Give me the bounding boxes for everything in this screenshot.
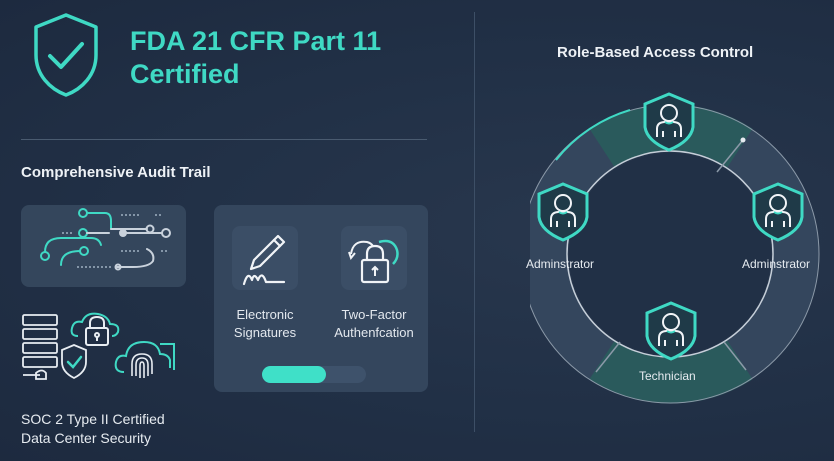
- cloud-lock-icon: [70, 312, 120, 337]
- role-left[interactable]: [535, 181, 591, 243]
- role-right[interactable]: [750, 181, 806, 243]
- vertical-divider: [474, 12, 475, 432]
- role-label-bottom: Technician: [639, 369, 696, 383]
- features-card: Electronic Signatures Two-Factor Authenf…: [214, 205, 428, 392]
- electronic-signatures-label: Electronic Signatures: [233, 307, 297, 340]
- cloud-fingerprint-icon: [114, 340, 175, 373]
- user-shield-icon: [643, 92, 695, 152]
- shield-check-icon: [28, 11, 104, 99]
- horizontal-divider: [21, 139, 427, 140]
- two-factor-label: Two-Factor Authenfcation: [334, 307, 414, 340]
- soc-label: SOC 2 Type II Certified Data Center Secu…: [21, 411, 165, 446]
- role-label-right: Adminstrator: [742, 257, 811, 271]
- electronic-signature-tile[interactable]: [232, 226, 298, 290]
- user-shield-icon: [645, 301, 697, 361]
- title-line-2: Certified: [130, 59, 240, 89]
- circuit-trail-icon: [21, 205, 186, 287]
- progress-bar: [262, 366, 366, 383]
- audit-trail-card: [21, 205, 186, 287]
- user-shield-icon: [537, 182, 589, 242]
- lock-refresh-icon: [341, 226, 407, 290]
- server-shield-icon: [22, 314, 87, 380]
- pen-signature-icon: [232, 226, 298, 290]
- role-bottom[interactable]: [643, 300, 699, 362]
- audit-trail-title: Comprehensive Audit Trail: [21, 164, 211, 181]
- progress-fill: [262, 366, 327, 383]
- page-title: FDA 21 CFR Part 11 Certified: [130, 25, 381, 91]
- soc-icons: [20, 310, 180, 390]
- title-line-1: FDA 21 CFR Part 11: [130, 26, 382, 56]
- two-factor-tile[interactable]: [341, 226, 407, 290]
- user-shield-icon: [752, 182, 804, 242]
- rbac-title: Role-Based Access Control: [557, 44, 754, 61]
- role-label-left: Adminstrator: [526, 257, 595, 271]
- role-top[interactable]: [641, 91, 697, 153]
